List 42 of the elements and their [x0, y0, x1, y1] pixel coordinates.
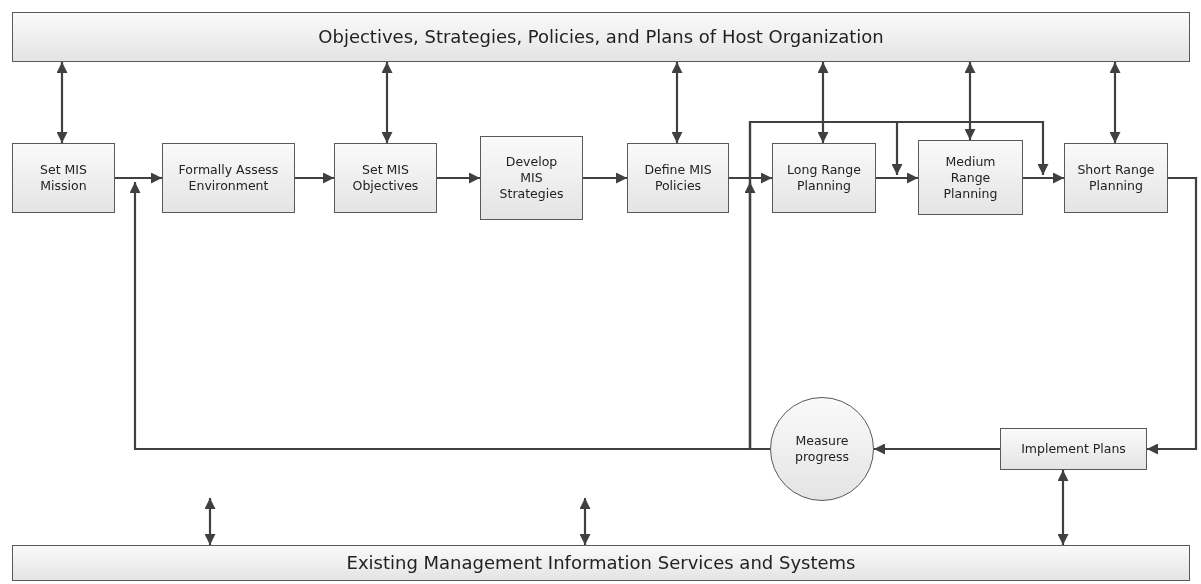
- arrow: [1147, 176, 1198, 455]
- double-arrow: [204, 498, 216, 545]
- process-box: [1000, 428, 1147, 470]
- double-arrow: [579, 498, 591, 545]
- arrow: [1023, 172, 1064, 184]
- node-label: Short Range Planning: [1076, 162, 1156, 194]
- node-label: Existing Management Information Services and Systems: [345, 555, 857, 571]
- node-label: Formally Assess Environment: [177, 162, 280, 194]
- arrow: [295, 172, 334, 184]
- arrow: [876, 172, 918, 184]
- process-box: [772, 143, 876, 213]
- process-box: [1064, 143, 1168, 213]
- double-arrow: [381, 62, 393, 143]
- double-arrow: [964, 62, 976, 140]
- process-box: [334, 143, 437, 213]
- arrow: [115, 172, 162, 184]
- node-label: Objectives, Strategies, Policies, and Plans of Host Organization: [317, 29, 885, 45]
- process-box: [12, 143, 115, 213]
- arrow: [729, 172, 772, 184]
- double-arrow: [1109, 62, 1121, 143]
- node-label: Medium Range Planning: [942, 153, 999, 202]
- double-arrow: [56, 62, 68, 143]
- node-label: Set MIS Objectives: [351, 162, 420, 194]
- double-arrow: [817, 62, 829, 143]
- arrow: [748, 120, 1049, 451]
- process-box: [480, 136, 583, 220]
- node-label: Develop MIS Strategies: [498, 154, 565, 202]
- band-box: [12, 12, 1190, 62]
- node-label: Long Range Planning: [786, 162, 862, 194]
- arrow: [437, 172, 480, 184]
- process-box: [162, 143, 295, 213]
- node-label: Set MIS Mission: [39, 162, 88, 194]
- node-label: Measure progress: [794, 433, 850, 465]
- process-box: [918, 140, 1023, 215]
- double-arrow: [1057, 470, 1069, 545]
- process-box: [627, 143, 729, 213]
- node-label: Implement Plans: [1020, 441, 1127, 457]
- node-label: Define MIS Policies: [643, 162, 713, 194]
- arrow: [874, 443, 1000, 455]
- arrow: [583, 172, 627, 184]
- double-arrow: [671, 62, 683, 143]
- band-box: [12, 545, 1190, 581]
